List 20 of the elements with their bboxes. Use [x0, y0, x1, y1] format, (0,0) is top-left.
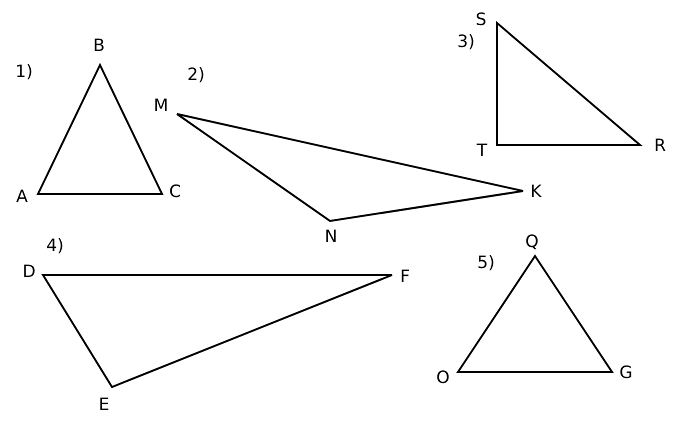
figure-number: 2): [187, 65, 205, 85]
vertex-label: C: [169, 182, 181, 202]
figure-number: 3): [457, 32, 475, 52]
vertex-label: G: [619, 363, 633, 383]
vertex-label: B: [93, 36, 105, 56]
vertex-label: Q: [525, 232, 539, 252]
vertex-label: O: [436, 368, 450, 388]
figure-number: 5): [477, 253, 495, 273]
vertex-label: E: [98, 395, 110, 415]
figure-number: 4): [46, 236, 64, 256]
vertex-label: S: [476, 10, 486, 30]
figure-number: 1): [15, 62, 33, 82]
vertex-label: N: [324, 227, 338, 247]
vertex-label: K: [530, 182, 542, 202]
vertex-label: A: [16, 187, 28, 207]
vertex-label: T: [476, 141, 488, 161]
vertex-label: M: [154, 96, 168, 116]
vertex-label: D: [22, 262, 36, 282]
vertex-label: R: [654, 136, 666, 156]
vertex-label: F: [400, 267, 410, 287]
